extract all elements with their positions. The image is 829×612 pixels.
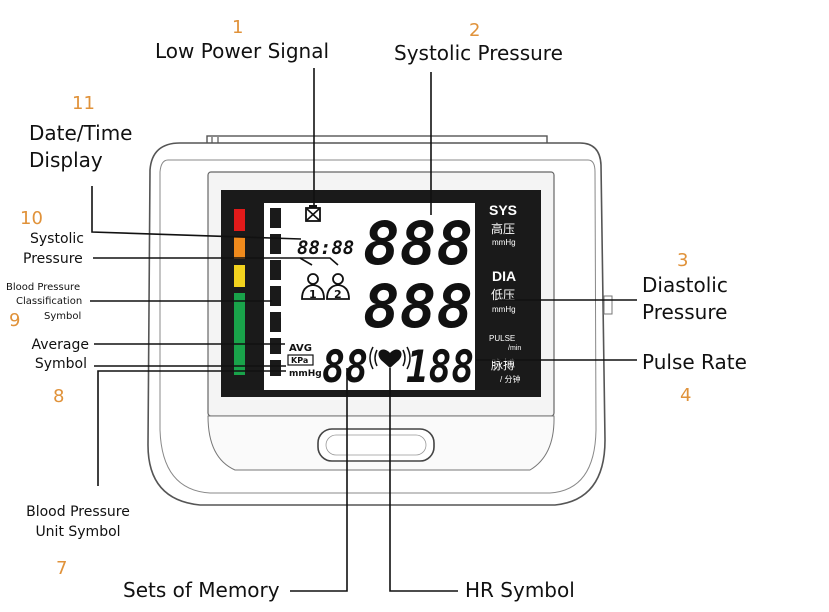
kpa-box: [287, 354, 314, 366]
sys-unit: mmHg: [492, 238, 516, 247]
annotation-10-number: 10: [20, 208, 43, 229]
heart-icon: [369, 346, 411, 370]
sys-digits: 888: [363, 209, 473, 279]
sys-label: SYS: [489, 202, 517, 218]
bp-classification-label-line3: Symbol: [44, 311, 81, 322]
leader-lines: [90, 68, 637, 592]
bp-unit-symbol-label-line1: Blood Pressure: [26, 504, 130, 520]
pulse-rate-label: Pulse Rate: [642, 350, 747, 374]
annotation-9-number: 9: [9, 310, 20, 331]
bp-classification-label-line1: Blood Pressure: [6, 282, 80, 293]
low-battery-icon: [305, 205, 321, 222]
dia-label: DIA: [492, 268, 516, 284]
annotation-3-number: 3: [677, 250, 688, 271]
date-time-label-line1: Date/Time: [29, 121, 133, 145]
diastolic-pressure-label-line2: Pressure: [642, 300, 727, 324]
dia-digits: 888: [363, 272, 473, 342]
annotation-7-number: 7: [56, 558, 67, 579]
user-1-icon: 1: [301, 273, 325, 301]
annotation-1-number: 1: [232, 17, 243, 38]
average-symbol-label-line1: Average: [32, 337, 90, 353]
mmhg-symbol: mmHg: [289, 369, 322, 379]
bp-unit-symbol-label-line2: Unit Symbol: [35, 524, 120, 540]
systolic-10-label-line2: Pressure: [23, 251, 83, 267]
time-digits: 88:88: [297, 237, 354, 259]
pulse-per-min: /min: [508, 345, 521, 352]
annotation-2-number: 2: [469, 20, 480, 41]
annotation-8-number: 8: [53, 386, 64, 407]
user-2-label: 2: [334, 288, 342, 301]
low-power-signal-label: Low Power Signal: [155, 39, 329, 63]
pulse-digits: 188: [406, 342, 474, 393]
memory-digits: 88: [322, 342, 368, 393]
annotation-11-number: 11: [72, 93, 95, 114]
date-time-label-line2: Display: [29, 148, 103, 172]
diastolic-pressure-label-line1: Diastolic: [642, 273, 728, 297]
sets-of-memory-label: Sets of Memory: [123, 578, 280, 602]
pulse-label: PULSE: [489, 334, 515, 343]
classification-bars: [234, 209, 245, 375]
systolic-pressure-label: Systolic Pressure: [394, 41, 563, 65]
hr-symbol-label: HR Symbol: [465, 578, 575, 602]
kpa-symbol: KPa: [291, 356, 308, 365]
bp-classification-label-line2: Classification: [16, 296, 82, 307]
segment-indicator-column: [270, 208, 281, 376]
dia-cn-label: 低压: [491, 288, 515, 302]
average-symbol-label-line2: Symbol: [35, 356, 87, 372]
user-1-label: 1: [309, 288, 317, 301]
pulse-cn-unit: / 分钟: [500, 374, 520, 384]
sys-cn-label: 高压: [491, 221, 515, 236]
systolic-10-label-line1: Systolic: [30, 231, 84, 247]
avg-symbol: AVG: [289, 343, 312, 354]
user-2-icon: 2: [326, 273, 350, 301]
dia-unit: mmHg: [492, 305, 516, 314]
annotation-4-number: 4: [680, 385, 691, 406]
